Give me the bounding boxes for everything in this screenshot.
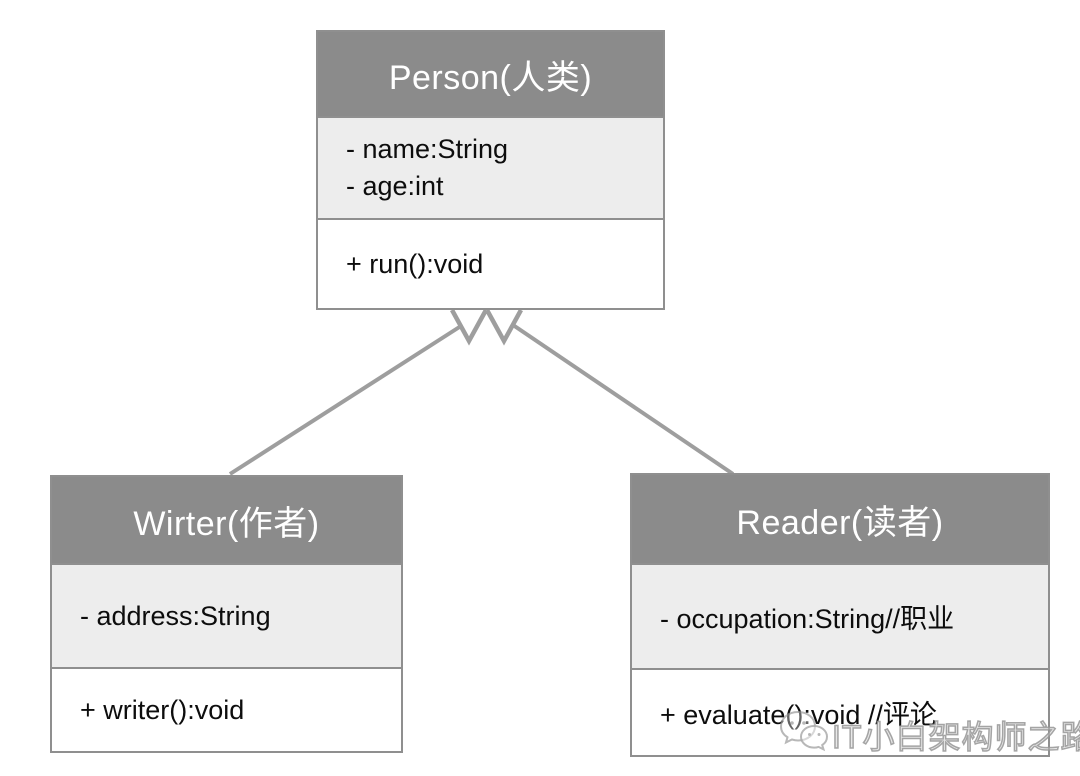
class-methods-wirter: + writer():void [52, 667, 401, 751]
class-attributes-reader: - occupation:String//职业 [632, 563, 1048, 668]
class-methods-reader: + evaluate():void //评论 [632, 668, 1048, 755]
class-box-reader: Reader(读者) - occupation:String//职业 + eva… [630, 473, 1050, 757]
attribute: - occupation:String//职业 [660, 604, 955, 634]
generalization-line-wirter [228, 324, 463, 476]
class-attributes-person: - name:String - age:int [318, 116, 663, 218]
method: + evaluate():void //评论 [660, 700, 937, 730]
class-box-person: Person(人类) - name:String - age:int + run… [316, 30, 665, 310]
method: + run():void [346, 248, 484, 279]
class-title-reader: Reader(读者) [632, 475, 1048, 563]
class-attributes-wirter: - address:String [52, 563, 401, 667]
generalization-line-reader [511, 323, 735, 476]
class-title-person: Person(人类) [318, 32, 663, 116]
class-title-wirter: Wirter(作者) [52, 477, 401, 563]
attribute: - name:String [346, 134, 509, 164]
generalization-arrowhead-right [485, 308, 523, 346]
attribute: - age:int [346, 171, 444, 201]
generalization-arrowhead-left [450, 308, 488, 346]
class-methods-person: + run():void [318, 218, 663, 308]
class-box-wirter: Wirter(作者) - address:String + writer():v… [50, 475, 403, 753]
method: + writer():void [80, 694, 245, 725]
attribute: - address:String [80, 600, 271, 631]
